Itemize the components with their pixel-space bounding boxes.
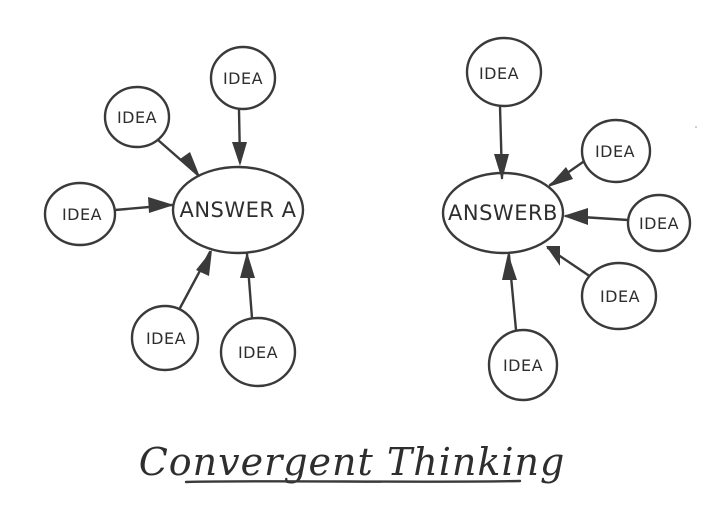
idea-node-b-upper-right-label: IDEA xyxy=(595,142,635,161)
idea-node-a-lower-left-circle xyxy=(130,304,200,372)
answer-node-b-label: ANSWERB xyxy=(448,201,558,225)
arrowhead-a-left xyxy=(148,197,174,213)
idea-node-a-top-label: IDEA xyxy=(223,69,263,88)
idea-node-a-lower-left-label: IDEA xyxy=(146,329,186,348)
idea-node-b-upper-right-circle xyxy=(580,118,652,184)
paper-speck xyxy=(695,126,697,128)
idea-node-b-right: IDEA xyxy=(626,193,692,253)
idea-node-b-top-circle xyxy=(465,36,543,108)
idea-node-b-upper-right: IDEA xyxy=(580,118,652,184)
idea-node-a-left-circle xyxy=(43,181,117,247)
arrowhead-b-right xyxy=(563,208,588,225)
idea-node-b-lower-right-circle xyxy=(580,261,658,331)
cluster-answer-a: IDEA IDEA IDEA ANSWER A IDEA xyxy=(43,45,305,388)
idea-node-a-lower-left: IDEA xyxy=(130,304,200,372)
caption-underline xyxy=(184,479,522,484)
arrowhead-b-top xyxy=(494,154,509,180)
arrowhead-a-lower-left xyxy=(196,250,212,276)
answer-node-b: ANSWERB xyxy=(441,171,565,255)
caption-text: Convergent Thinking xyxy=(139,440,566,484)
arrowhead-b-bottom xyxy=(502,253,517,280)
idea-node-b-top-label: IDEA xyxy=(479,64,519,83)
idea-node-b-right-label: IDEA xyxy=(639,214,679,233)
idea-node-a-left: IDEA xyxy=(43,181,117,247)
idea-node-b-bottom: IDEA xyxy=(487,328,559,402)
arrowhead-b-lower-right xyxy=(546,246,560,266)
idea-node-b-top: IDEA xyxy=(465,36,543,108)
idea-node-a-top: IDEA xyxy=(209,45,277,111)
idea-node-a-top-circle xyxy=(209,45,277,111)
arrowhead-a-top xyxy=(232,142,247,166)
idea-node-a-upper-left-label: IDEA xyxy=(117,108,157,127)
idea-node-a-upper-left: IDEA xyxy=(103,85,171,149)
idea-node-a-lower-right-circle xyxy=(219,316,297,388)
answer-node-a-label: ANSWER A xyxy=(179,198,296,222)
idea-node-b-bottom-label: IDEA xyxy=(503,356,543,375)
answer-node-a-ellipse xyxy=(171,165,305,255)
idea-node-a-lower-right-label: IDEA xyxy=(238,343,278,362)
idea-node-a-lower-right: IDEA xyxy=(219,316,297,388)
caption: Convergent Thinking xyxy=(139,440,566,484)
idea-node-b-lower-right: IDEA xyxy=(580,261,658,331)
idea-node-b-right-circle xyxy=(626,193,692,253)
idea-node-b-lower-right-label: IDEA xyxy=(600,287,640,306)
idea-node-a-upper-left-circle xyxy=(103,85,171,149)
arrowhead-a-lower-right xyxy=(240,252,255,278)
idea-node-a-left-label: IDEA xyxy=(62,205,102,224)
arrowhead-b-upper-right xyxy=(548,167,573,187)
cluster-answer-b: IDEA ANSWERB IDEA IDEA IDEA xyxy=(441,36,692,402)
idea-node-b-bottom-circle xyxy=(487,328,559,402)
answer-node-a: ANSWER A xyxy=(171,165,305,255)
arrowhead-a-upper-left xyxy=(180,152,200,177)
answer-node-b-ellipse xyxy=(441,171,565,255)
